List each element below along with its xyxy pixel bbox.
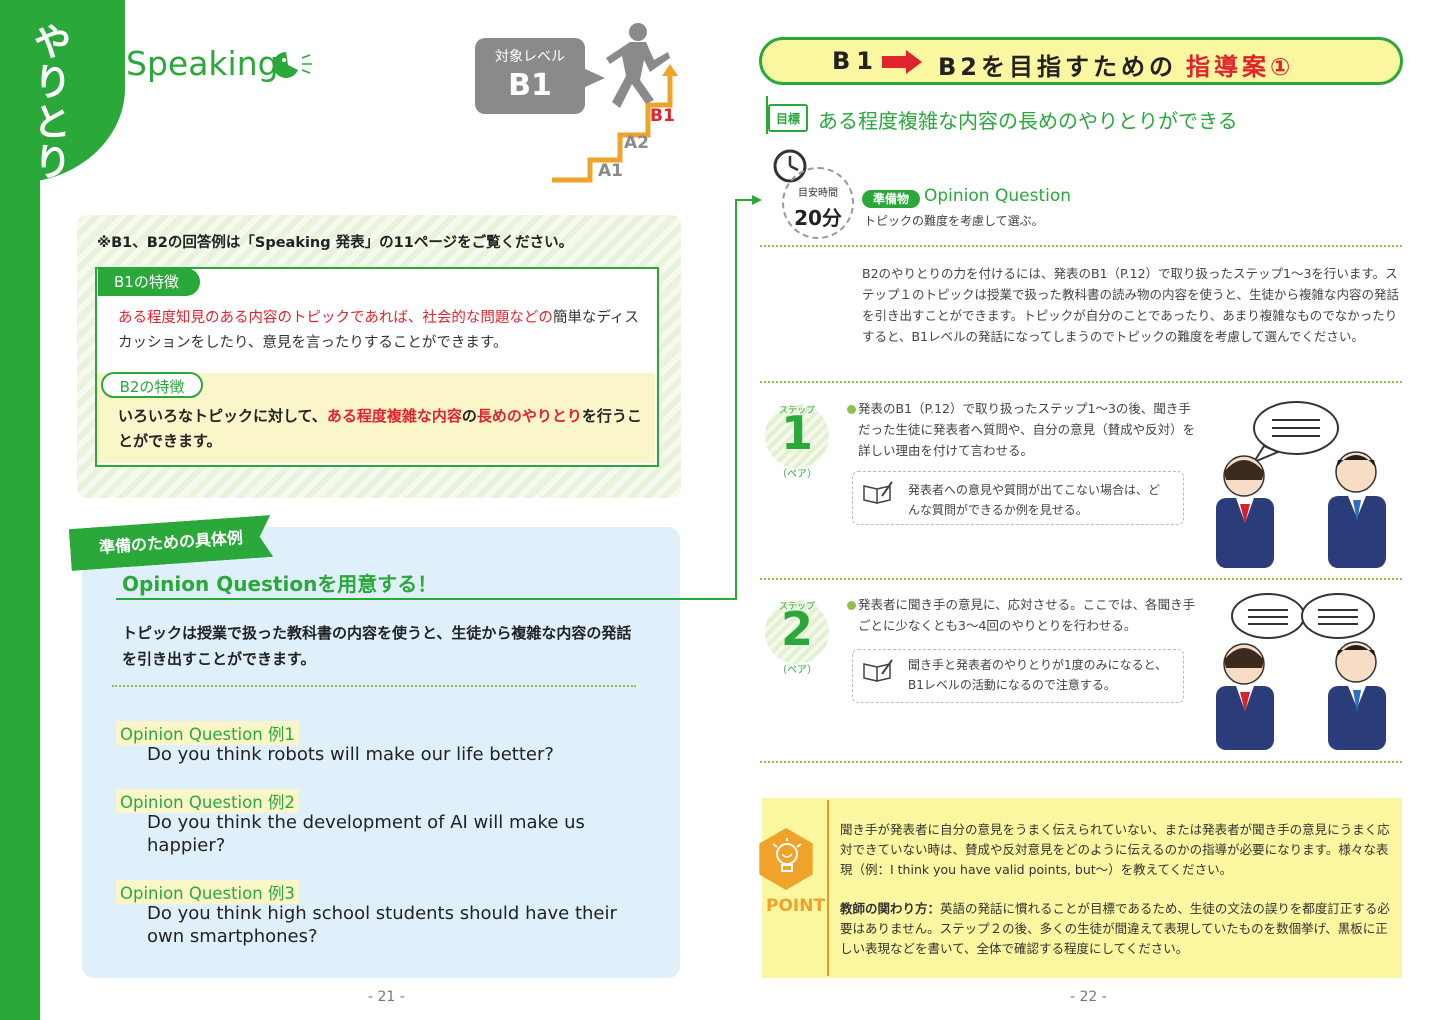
- step-1-text: 発表のB1（P.12）で取り扱ったステップ1〜3の後、聞き手だった生徒に発表者へ…: [858, 401, 1196, 458]
- opinion-question-description: トピックは授業で扱った教科書の内容を使うと、生徒から複雑な内容の発話を引き出すこ…: [122, 624, 632, 668]
- time-circle: [782, 167, 854, 239]
- level-badge-tail: [583, 68, 605, 88]
- time-value: 20分: [794, 206, 842, 230]
- step-1-small-label: ステップ: [778, 406, 815, 416]
- level-badge-value: B1: [508, 68, 552, 103]
- example-question-2: Do you think the development of AI will …: [147, 812, 585, 856]
- point-text-1: 聞き手が発表者に自分の意見をうまく伝えられていない、または発表者が聞き手の意見に…: [840, 822, 1390, 877]
- stairs-climber-icon: [552, 23, 678, 183]
- students-illustration-1: [1216, 401, 1386, 568]
- level-badge-label: 対象レベル: [495, 49, 565, 65]
- b2-text-part-3: を行うことができます。: [118, 407, 642, 450]
- plan-title-text: B2を目指すための: [938, 53, 1177, 81]
- side-tab-label: やりとり: [27, 22, 71, 182]
- b1-feature-highlight: ある程度知見のある内容のトピックであれば、社会的な問題などの: [118, 310, 553, 326]
- step-2-pair-label: （ペア）: [777, 665, 817, 676]
- step-1-number: 1: [780, 406, 813, 460]
- section-title: Speaking: [126, 44, 279, 83]
- step-2-note-text: 聞き手と発表者のやりとりが1度のみになると、B1レベルの活動になるので注意する。: [908, 658, 1168, 692]
- example-label-3: Opinion Question 例3: [116, 880, 299, 904]
- connector-arrow: [735, 195, 762, 600]
- notice-text: ※B1、B2の回答例は「Speaking 発表」の11ページをご覧ください。: [97, 235, 574, 251]
- separator-1: [760, 245, 1402, 247]
- opinion-question-underline: [116, 598, 736, 600]
- step-1-pair-label: （ペア）: [777, 469, 817, 480]
- point-box: [762, 798, 1402, 978]
- b2-text-highlight-1: ある程度複雑な内容: [326, 407, 462, 425]
- b2-text-highlight-2: 長めのやりとり: [476, 407, 582, 425]
- step-1-note-text: 発表者への意見や質問が出てこない場合は、どんな質問ができるか例を見せる。: [908, 483, 1161, 517]
- step-2-circle: [765, 600, 829, 664]
- prep-title: Opinion Question: [924, 186, 1072, 206]
- step-2-note-box: [852, 649, 1184, 703]
- book-pen-icon: [863, 659, 893, 682]
- point-divider: [827, 800, 829, 976]
- opinion-question-title: Opinion Questionを用意する！: [122, 572, 438, 596]
- point-bold-label: 教師の関わり方：: [840, 901, 941, 916]
- time-label: 目安時間: [798, 188, 838, 199]
- students-illustration-2: [1216, 593, 1386, 750]
- plan-title-box: [759, 37, 1403, 85]
- point-text-2-body: 英語の発話に慣れることが目標であるため、生徒の文法の誤りを都度訂正する必要はあり…: [840, 901, 1390, 956]
- goal-text: ある程度複雑な内容の長めのやりとりができる: [818, 109, 1238, 133]
- b1-feature-tag: B1の特徴: [98, 268, 200, 296]
- intro-text: B2のやりとりの力を付けるには、発表のB1（P.12）で取り扱ったステップ1〜3…: [862, 266, 1400, 344]
- page-number-left: - 21 -: [368, 989, 405, 1005]
- goal-flag-pole: [766, 96, 768, 134]
- lightbulb-icon: [772, 838, 802, 872]
- point-label: POINT: [766, 896, 826, 916]
- separator-4: [760, 761, 1402, 763]
- level-badge: 対象レベル B1: [475, 38, 585, 114]
- step-1-circle: [765, 404, 829, 468]
- step-2-text: 発表者に聞き手の意見に、応対させる。ここでは、各聞き手ごとに少なくとも3〜4回の…: [858, 597, 1196, 633]
- step-2-small-label: ステップ: [778, 602, 815, 612]
- stair-label-b1: B1: [650, 106, 675, 126]
- step-1-note-box: [852, 471, 1184, 525]
- point-text-2: 教師の関わり方：英語の発話に慣れることが目標であるため、生徒の文法の誤りを都度訂…: [840, 899, 1392, 959]
- arrow-right-icon: [882, 56, 908, 68]
- speaking-icon: [273, 52, 312, 78]
- b1-feature-text: ある程度知見のある内容のトピックであれば、社会的な問題などの簡単なディスカッショ…: [118, 306, 646, 356]
- step-1-bullet-icon: [847, 405, 856, 414]
- prep-tag: 準備物: [862, 190, 920, 208]
- b2-feature-tag: B2の特徴: [101, 372, 203, 398]
- step-2-bullet-icon: [847, 601, 856, 610]
- goal-flag-icon: 目標: [768, 104, 808, 132]
- b1-feature-rest: 簡単なディスカッションをしたり、意見を言ったりすることができます。: [118, 310, 639, 351]
- example-question-3: Do you think high school students should…: [147, 903, 617, 947]
- stair-label-a2: A2: [624, 133, 649, 153]
- example-question-1: Do you think robots will make our life b…: [147, 744, 554, 765]
- separator-2: [760, 381, 1402, 383]
- prep-description: トピックの難度を考慮して選ぶ。: [864, 214, 1044, 228]
- example-label-1: Opinion Question 例1: [116, 721, 299, 745]
- stair-label-a1: A1: [598, 161, 623, 181]
- plan-title-highlight: 指導案①: [1186, 53, 1295, 81]
- example-label-2: Opinion Question 例2: [116, 789, 299, 813]
- book-pen-icon: [863, 481, 893, 504]
- b2-text-part-1: いろいろなトピックに対して、: [118, 407, 327, 425]
- b2-text-part-2: の: [461, 407, 477, 425]
- plan-title-b1: B1: [832, 47, 879, 75]
- page-number-right: - 22 -: [1070, 989, 1107, 1005]
- example-separator: [112, 685, 636, 687]
- b2-feature-text: いろいろなトピックに対して、ある程度複雑な内容の長めのやりとりを行うことができま…: [118, 404, 650, 454]
- separator-3: [760, 578, 1402, 580]
- arrow-right-icon-head: [906, 50, 922, 74]
- step-2-number: 2: [780, 602, 813, 656]
